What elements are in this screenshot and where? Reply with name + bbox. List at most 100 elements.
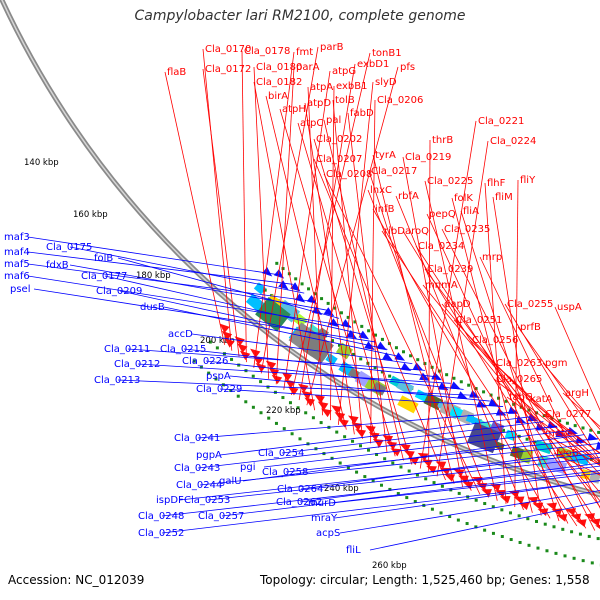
- position-tick-dot: [320, 297, 324, 301]
- position-tick-dot: [346, 466, 350, 470]
- forward-gene-label: Cla_0239: [427, 264, 473, 275]
- forward-gene-label: fmt: [296, 47, 313, 58]
- reverse-gene-label: fliL: [346, 545, 361, 556]
- forward-gene-arrow: [301, 390, 312, 400]
- position-tick-dot: [439, 511, 443, 515]
- reverse-gene-leader: [199, 442, 600, 486]
- reverse-gene-label: Cla_0212: [114, 359, 160, 370]
- forward-gene-label: Cla_0180: [256, 62, 302, 73]
- reverse-gene-leader: [161, 465, 600, 517]
- reverse-gene-label: pspA: [206, 371, 231, 382]
- forward-gene-leader: [542, 362, 600, 430]
- forward-gene-label: atpC: [300, 118, 323, 129]
- position-tick-dot: [565, 421, 569, 425]
- position-tick-dot: [483, 528, 487, 532]
- reverse-gene-arrow: [358, 330, 370, 340]
- forward-gene-leader: [265, 95, 347, 430]
- forward-gene-label: infB: [375, 204, 395, 215]
- reverse-gene-leader: [285, 438, 599, 473]
- reverse-gene-label: Cla_0229: [196, 384, 242, 395]
- forward-gene-arrow: [237, 343, 248, 353]
- reverse-gene-arrow: [376, 341, 387, 351]
- map-title: Campylobacter lari RM2100, complete geno…: [134, 8, 466, 24]
- reverse-gene-leader: [197, 425, 558, 469]
- forward-gene-leader: [253, 81, 316, 411]
- gene-block: [544, 457, 568, 474]
- forward-gene-label: Cla_0256: [472, 335, 518, 346]
- reverse-gene-leader: [137, 363, 451, 384]
- position-tick-dot: [552, 525, 556, 529]
- position-tick-dot: [578, 532, 582, 536]
- kbp-tick-label: 140 kbp: [24, 158, 59, 168]
- position-tick-dot: [500, 534, 504, 538]
- position-tick-dot: [416, 358, 420, 362]
- forward-gene-label: thrB: [432, 135, 453, 146]
- forward-gene-leader: [542, 432, 600, 466]
- reverse-gene-arrow: [457, 391, 468, 400]
- position-tick-dot: [423, 362, 427, 366]
- forward-gene-label: Cla_0202: [316, 134, 362, 145]
- position-tick-dot: [333, 306, 337, 310]
- position-tick-dot: [474, 498, 478, 502]
- reverse-gene-arrow: [290, 282, 301, 292]
- forward-gene-arrow: [403, 450, 415, 459]
- reverse-gene-arrow: [273, 269, 285, 279]
- forward-gene-label: dapD: [444, 299, 471, 310]
- position-tick-dot: [343, 435, 347, 439]
- reverse-gene-label: Cla_0252: [138, 528, 184, 539]
- position-tick-dot: [330, 339, 334, 343]
- forward-gene-label: Cla_0219: [405, 152, 451, 163]
- forward-gene-label: parA: [296, 62, 320, 73]
- forward-gene-leader: [542, 413, 600, 454]
- forward-gene-label: slyD: [375, 77, 397, 88]
- reverse-gene-label: mraY: [311, 513, 338, 524]
- position-tick-dot: [230, 357, 234, 361]
- position-tick-dot: [359, 357, 363, 361]
- reverse-gene-label: maf4: [4, 247, 30, 258]
- forward-gene-leader: [484, 182, 507, 504]
- position-tick-dot: [290, 432, 294, 436]
- position-tick-dot: [207, 371, 211, 375]
- forward-gene-label: fliM: [495, 192, 513, 203]
- reverse-gene-label: acpS: [316, 528, 340, 539]
- position-tick-dot: [459, 380, 463, 384]
- forward-gene-label: ribD: [384, 226, 405, 237]
- forward-gene-label: pfs: [400, 62, 415, 73]
- reverse-gene-label: Cla_0215: [160, 344, 206, 355]
- position-tick-dot: [587, 534, 591, 538]
- position-tick-dot: [363, 475, 367, 479]
- position-tick-dot: [296, 406, 300, 410]
- position-tick-dot: [236, 394, 240, 398]
- position-tick-dot: [491, 505, 495, 509]
- reverse-gene-leader: [334, 480, 600, 519]
- forward-gene-leader: [553, 452, 600, 476]
- forward-gene-leader: [370, 99, 376, 444]
- reverse-gene-label: Cla_0226: [182, 356, 228, 367]
- forward-gene-arrow: [317, 401, 329, 411]
- reverse-gene-label: folB: [94, 253, 113, 264]
- reverse-gene-label: Cla_0257: [198, 511, 244, 522]
- forward-gene-leader: [415, 245, 600, 528]
- forward-gene-label: mnmA: [425, 280, 458, 291]
- forward-gene-leader: [253, 66, 270, 379]
- forward-gene-label: atpA: [310, 82, 333, 93]
- reverse-gene-label: Cla_0248: [138, 511, 184, 522]
- forward-gene-leader: [164, 71, 226, 345]
- gene-block: [397, 395, 419, 414]
- reverse-gene-leader: [69, 264, 328, 311]
- forward-gene-label: Cla_0178: [244, 46, 290, 57]
- gene-block: [534, 439, 553, 455]
- position-tick-dot: [251, 374, 255, 378]
- forward-gene-label: Cla_0255: [507, 299, 553, 310]
- reverse-gene-leader: [207, 457, 600, 501]
- forward-gene-label: Cla_0234: [418, 241, 464, 252]
- position-tick-dot: [338, 461, 342, 465]
- forward-gene-label: Cla_0208: [326, 169, 372, 180]
- forward-gene-arrow: [224, 338, 235, 348]
- forward-gene-arrow: [595, 523, 600, 532]
- position-tick-dot: [359, 444, 363, 448]
- reverse-gene-label: Cla_0244: [176, 480, 222, 491]
- reverse-gene-arrow: [346, 329, 357, 339]
- reverse-gene-leader: [117, 257, 340, 319]
